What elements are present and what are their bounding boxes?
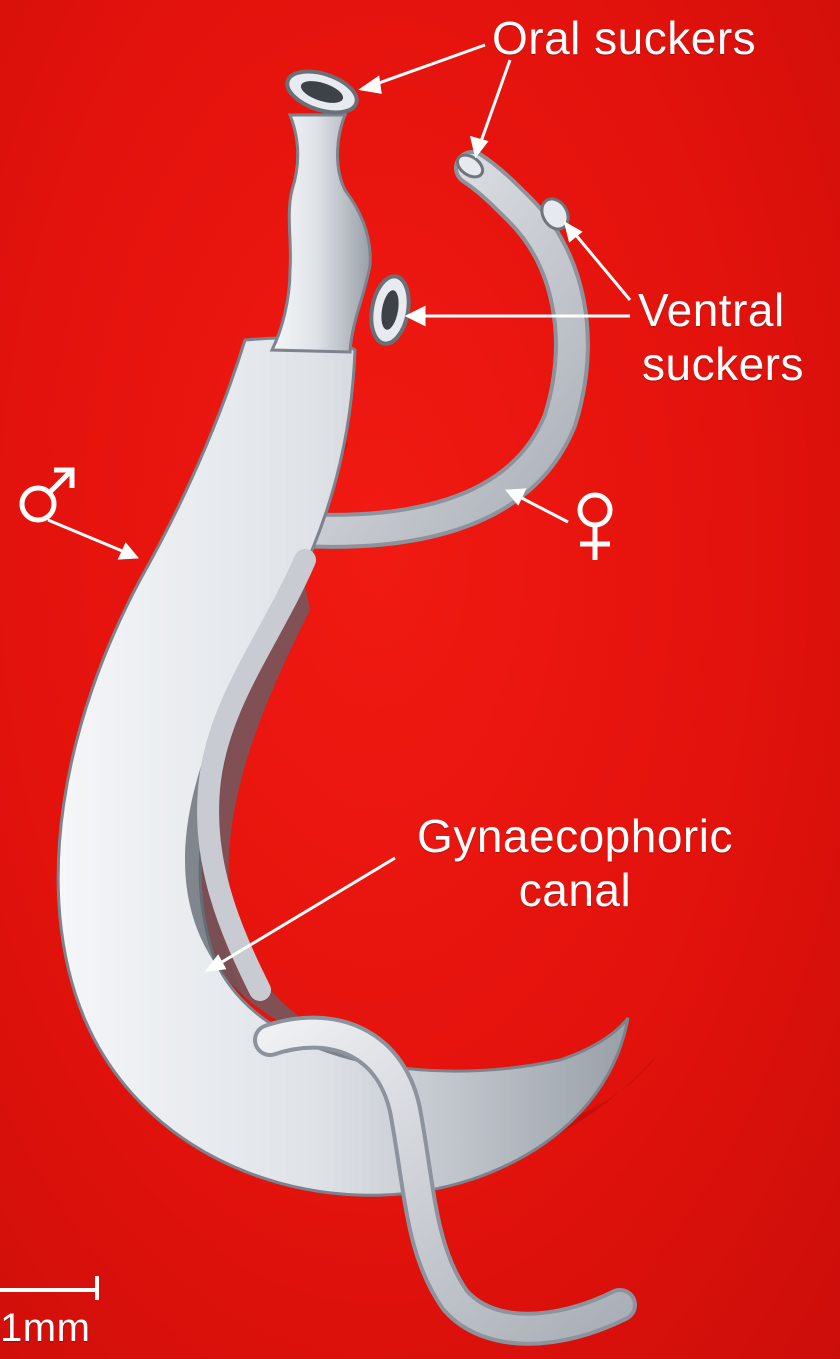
arrowhead-ventral-male bbox=[408, 308, 424, 324]
label-scale: 1mm bbox=[0, 1304, 90, 1352]
arrowhead-male bbox=[120, 545, 136, 558]
male-symbol-icon bbox=[14, 460, 84, 530]
label-ventral-line1: Ventral bbox=[638, 286, 785, 334]
arrowhead-oral-male bbox=[362, 78, 380, 92]
pointer-oral-female bbox=[478, 60, 510, 150]
scale-bar bbox=[0, 1276, 98, 1300]
label-ventral-line2: suckers bbox=[642, 340, 804, 388]
pointer-gynaecophoric bbox=[212, 858, 395, 968]
pointer-oral-male bbox=[365, 45, 485, 88]
label-oral-suckers: Oral suckers bbox=[492, 14, 756, 62]
label-gynaecophoric-line2: canal bbox=[402, 866, 748, 914]
label-gynaecophoric-line1: Gynaecophoric bbox=[402, 812, 748, 860]
arrowhead-oral-female bbox=[472, 138, 486, 155]
male-worm-neck bbox=[272, 115, 370, 352]
female-symbol-icon bbox=[570, 488, 620, 566]
